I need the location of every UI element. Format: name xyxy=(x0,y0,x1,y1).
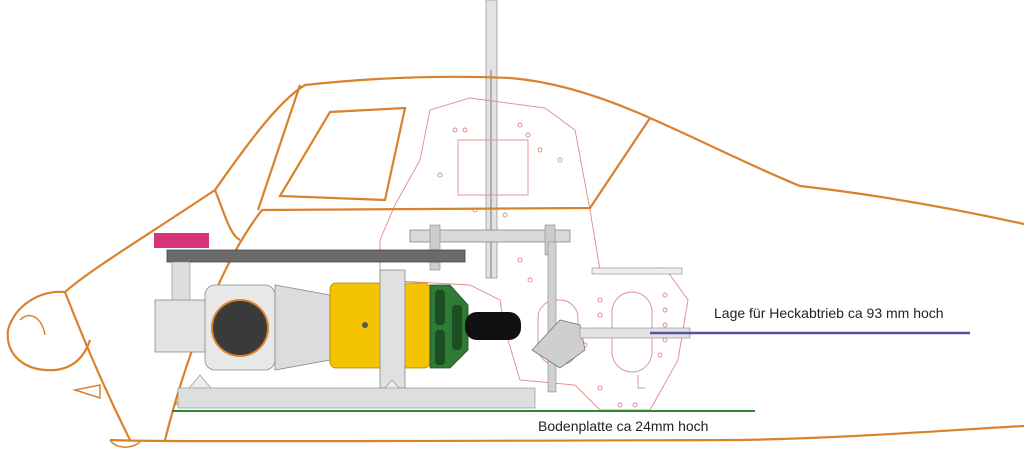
base-frame xyxy=(174,374,536,409)
upper-bar xyxy=(409,229,571,243)
belt-bar xyxy=(166,249,466,263)
engine xyxy=(154,269,521,389)
exhaust-nozzle xyxy=(465,312,521,340)
fuselage-outline xyxy=(6,75,1024,448)
engine-intake xyxy=(211,299,269,357)
base-plate-label: Bodenplatte ca 24mm hoch xyxy=(538,418,709,434)
tail-drive-label: Lage für Heckabtrieb ca 93 mm hoch xyxy=(714,305,944,321)
pink-block xyxy=(154,233,209,248)
tail-gearbox xyxy=(531,319,586,369)
